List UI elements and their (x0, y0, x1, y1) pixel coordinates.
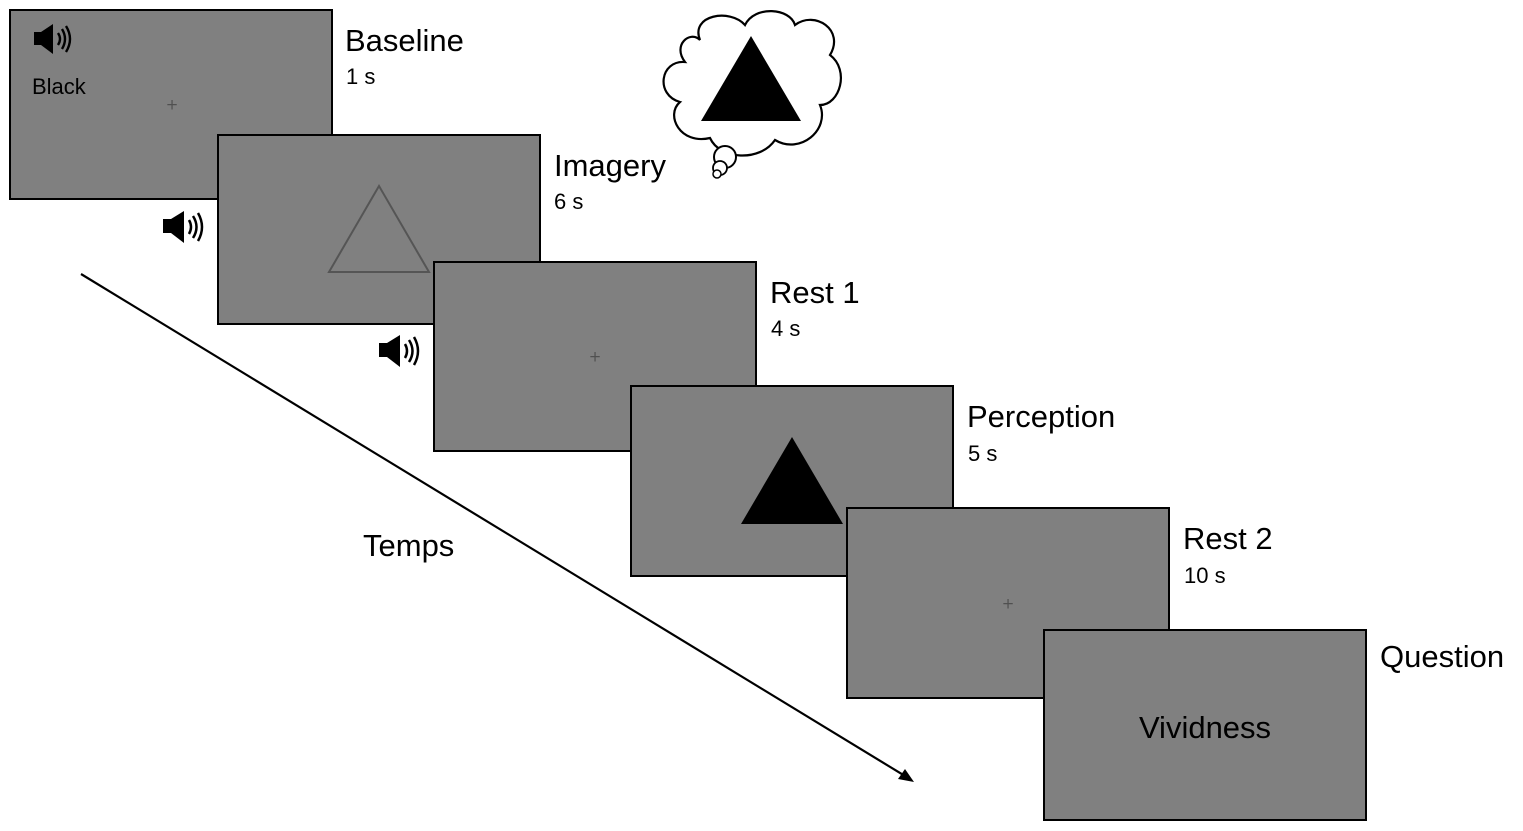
outline-triangle (327, 184, 431, 273)
duration-baseline: 1 s (346, 64, 376, 89)
vividness-text: Vividness (1138, 710, 1272, 745)
label-baseline: Baseline (345, 23, 464, 58)
perception-triangle (741, 437, 843, 524)
label-imagery: Imagery (554, 148, 666, 183)
speaker-icon (163, 211, 204, 243)
fixation-cross: + (165, 95, 179, 114)
label-rest2: Rest 2 (1183, 521, 1273, 556)
label-rest1: Rest 1 (770, 275, 860, 310)
duration-rest1: 4 s (771, 316, 801, 341)
time-arrow (80, 273, 906, 777)
question-screen: Vividness (1043, 629, 1367, 821)
time-arrow-head (898, 769, 914, 782)
label-perception: Perception (967, 399, 1116, 434)
duration-rest2: 10 s (1184, 563, 1226, 588)
time-axis-label: Temps (363, 528, 455, 563)
speaker-icon (379, 335, 420, 367)
fixation-cross: + (1001, 594, 1015, 613)
speaker-icon (34, 24, 72, 54)
duration-imagery: 6 s (554, 189, 584, 214)
baseline-screen: Black + (9, 9, 333, 200)
fixation-cross: + (588, 347, 602, 366)
label-question: Question (1380, 639, 1505, 674)
imagined-triangle (701, 36, 801, 121)
thought-bubble-icon (662, 10, 842, 179)
duration-perception: 5 s (968, 441, 998, 466)
color-cue-text: Black (32, 74, 86, 99)
